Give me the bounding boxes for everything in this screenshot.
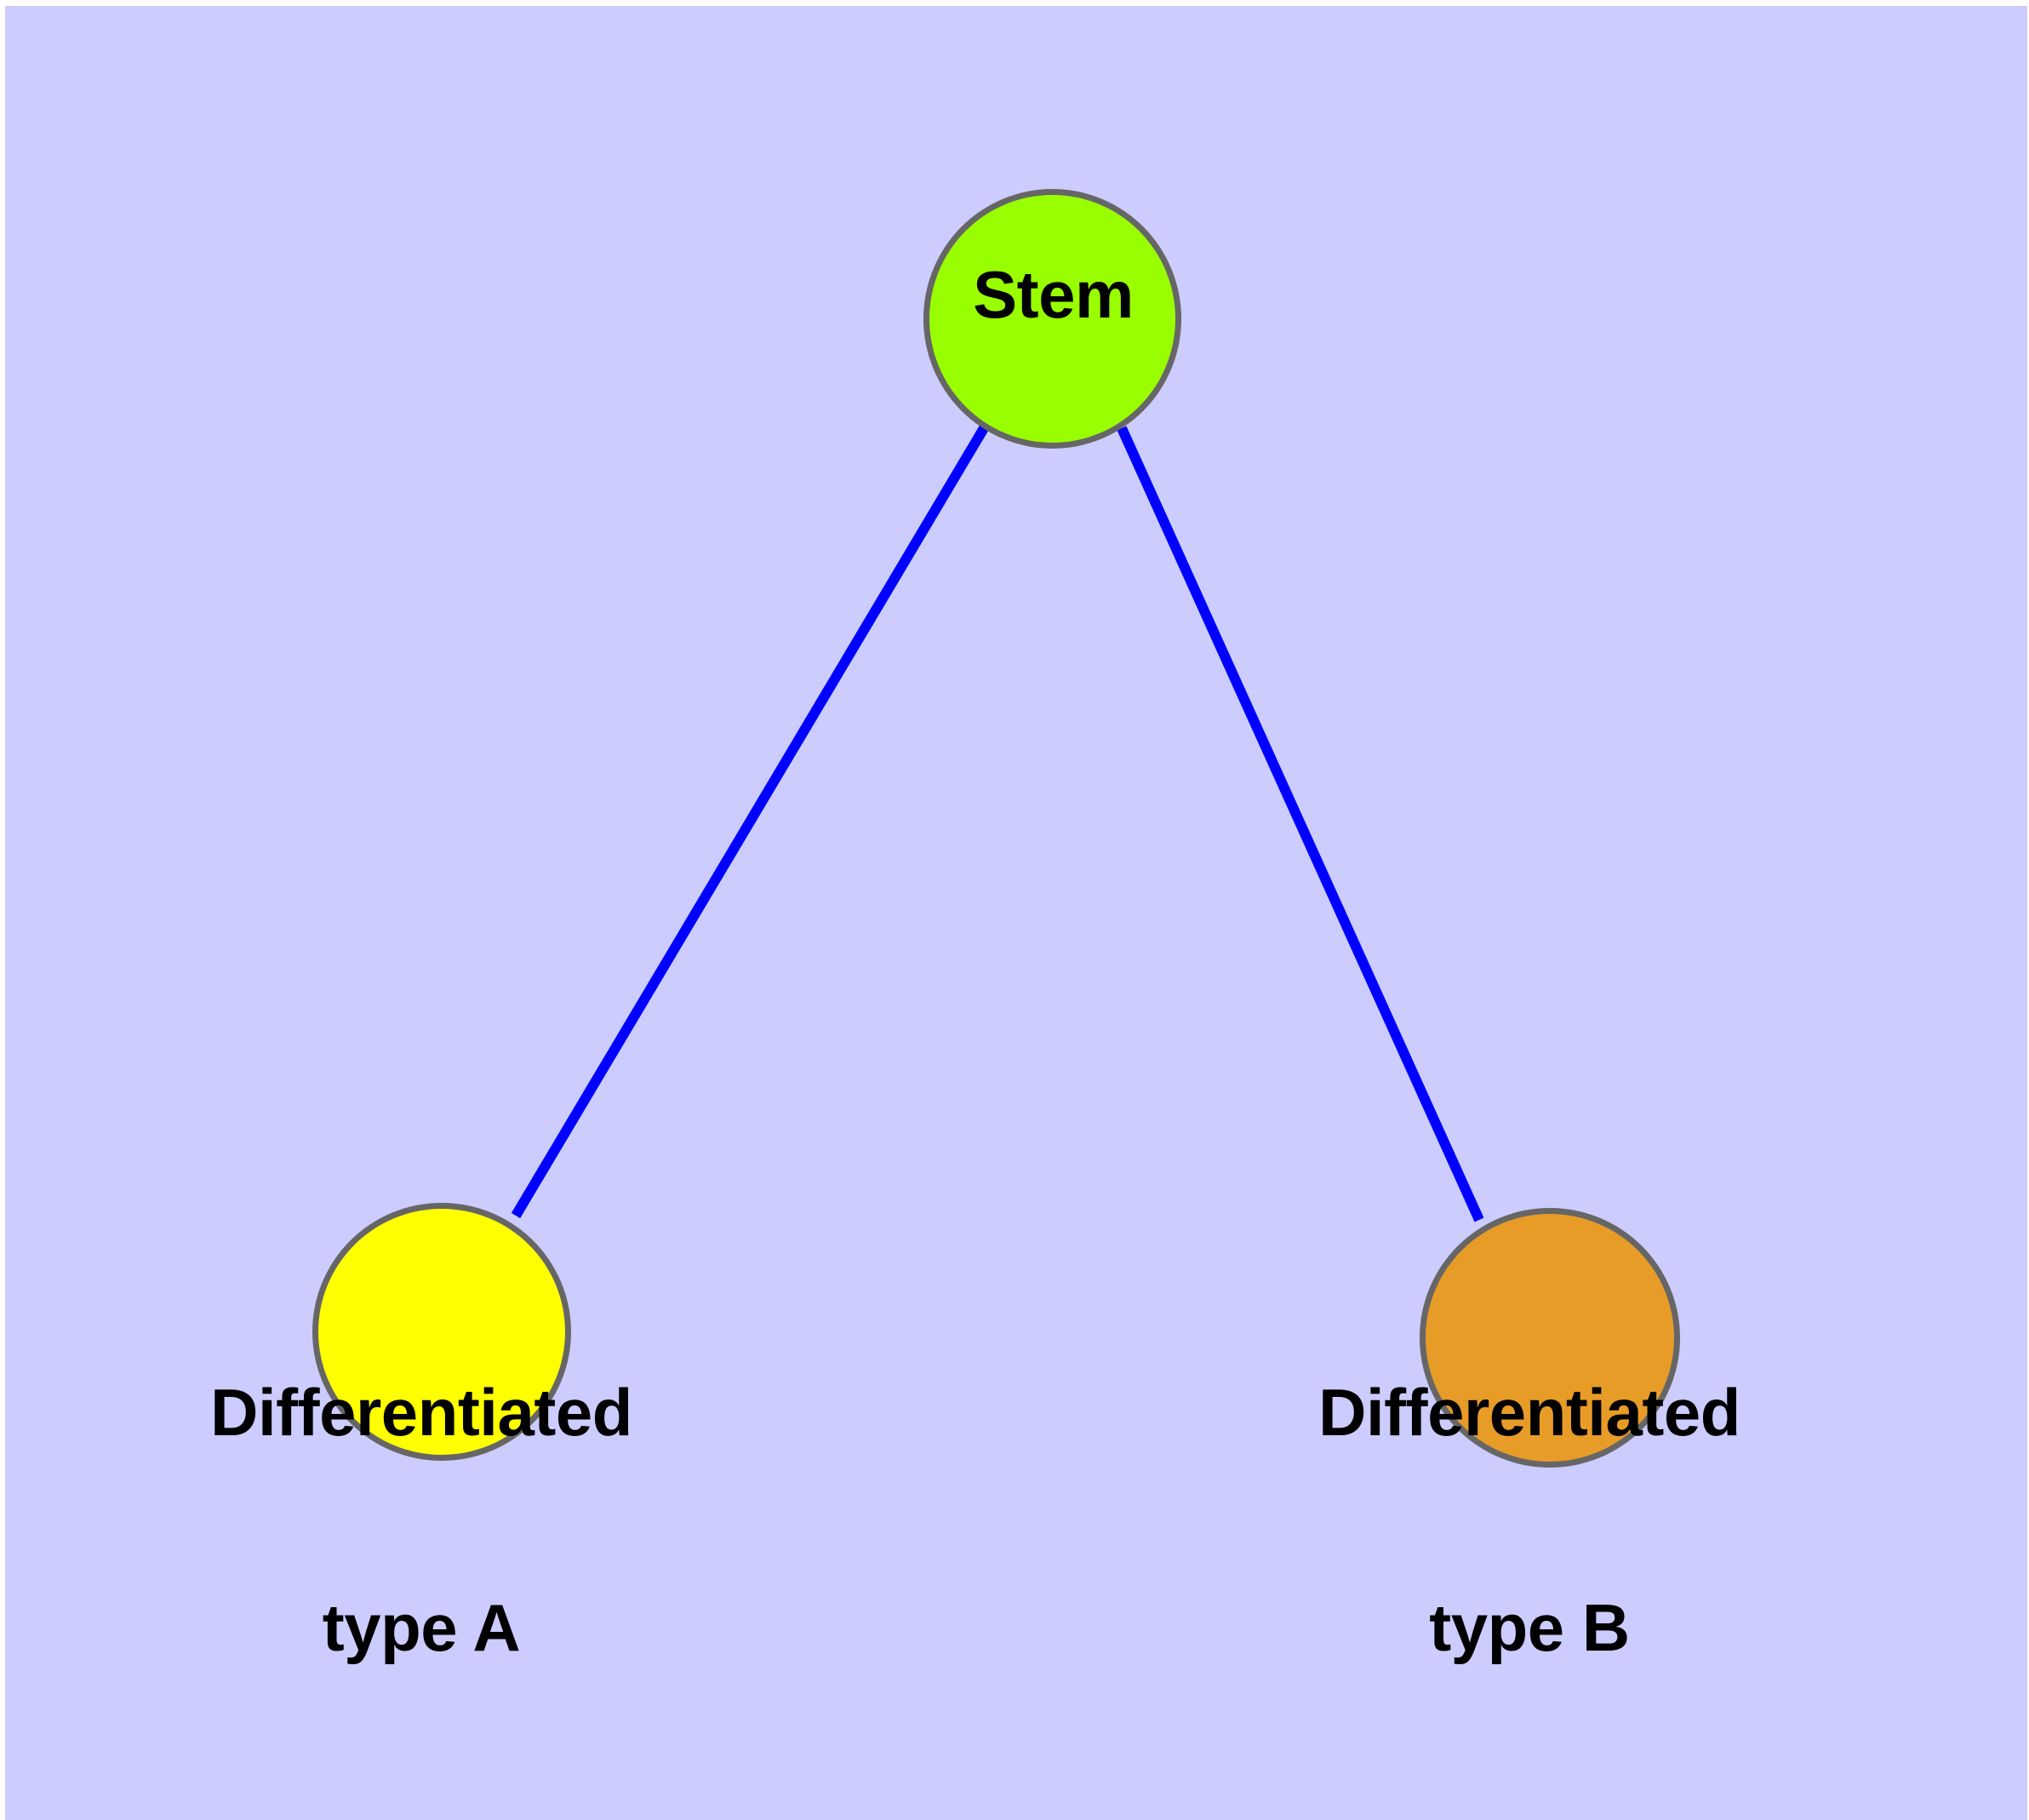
node-label-line-1: Differentiated: [210, 1375, 632, 1451]
node-label-line-1: Differentiated: [1318, 1375, 1740, 1451]
node-differentiated-type-b[interactable]: [1420, 1208, 1680, 1468]
node-label-differentiated-type-a: Differentiated type A: [166, 1233, 677, 1807]
node-label-differentiated-type-b: Differentiated type B: [1274, 1233, 1785, 1807]
node-differentiated-type-a[interactable]: [312, 1203, 571, 1461]
node-label-line-2: type A: [322, 1590, 521, 1666]
node-label-line-2: type B: [1429, 1590, 1630, 1666]
node-label-stem: Stem: [973, 257, 1134, 332]
node-stem[interactable]: [923, 189, 1181, 449]
